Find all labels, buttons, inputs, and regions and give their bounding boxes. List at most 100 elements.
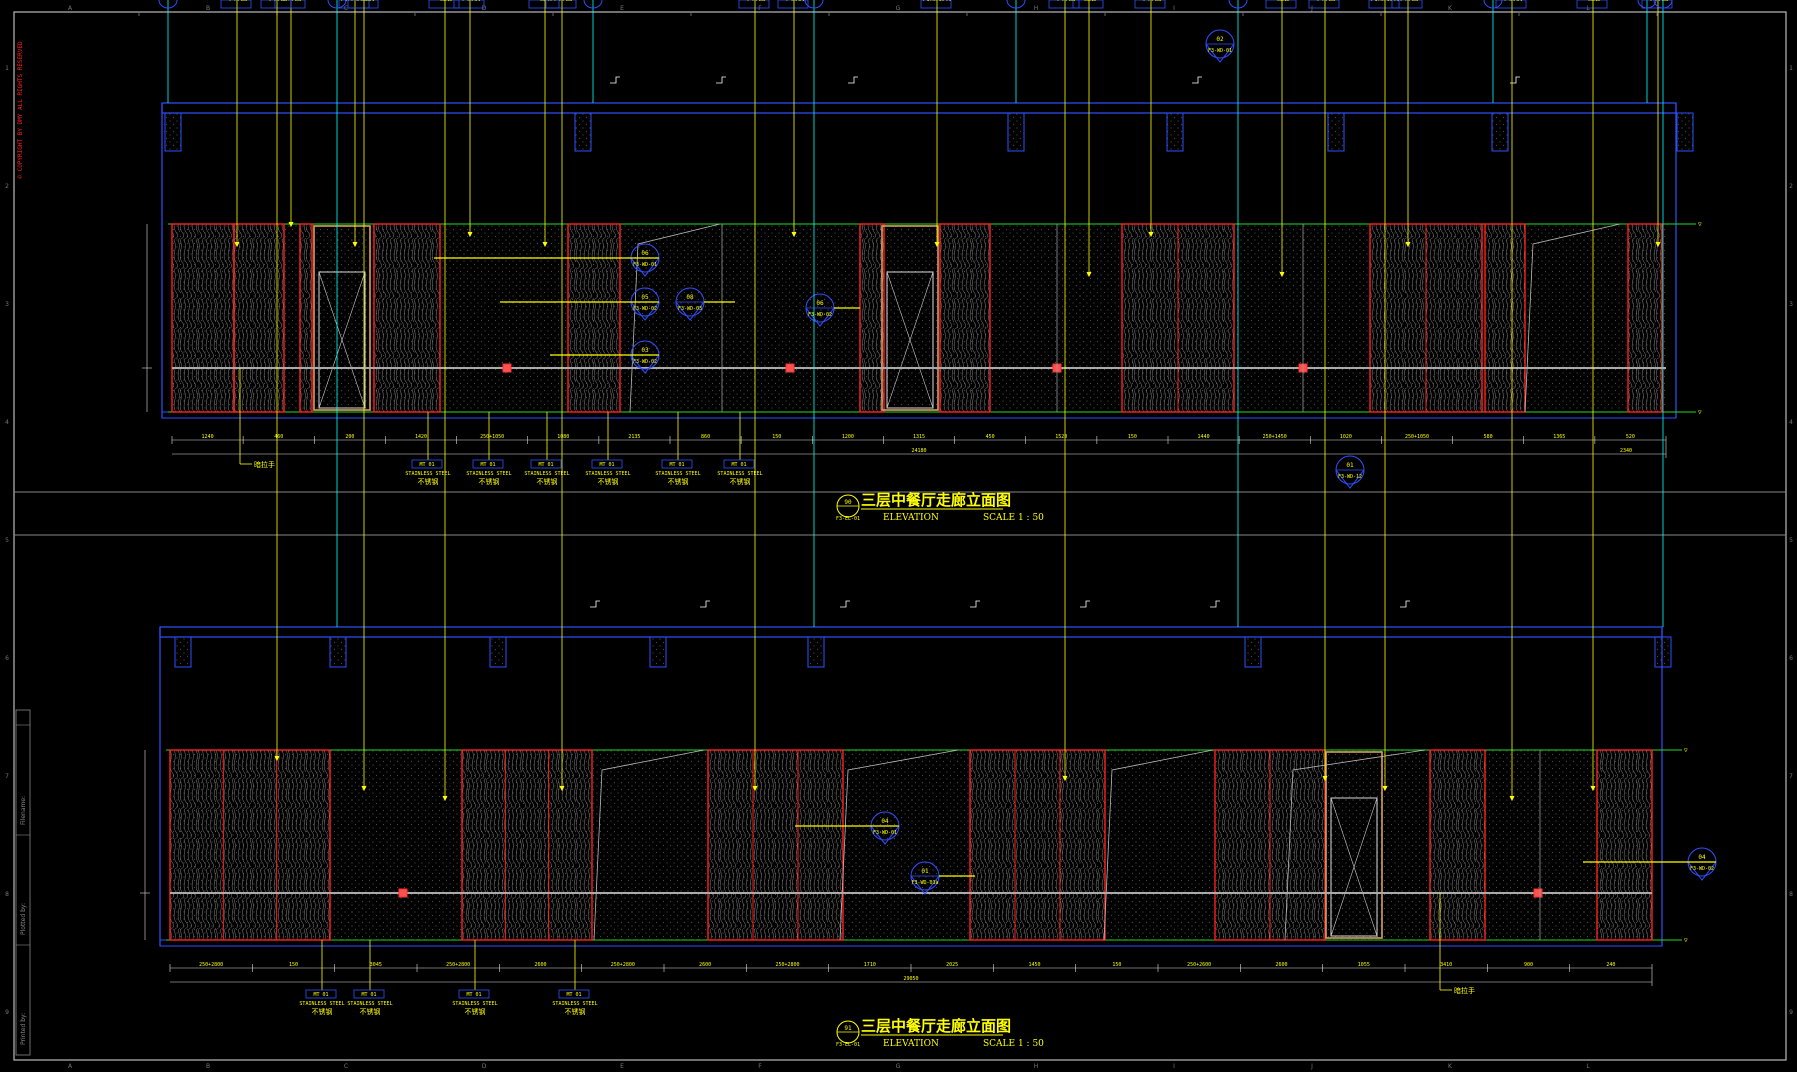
- row-number: 6: [5, 655, 9, 662]
- arrow-head: [542, 241, 548, 248]
- grid-label: H-8: [1007, 0, 1025, 3]
- callout-pointer: [805, 307, 835, 327]
- material-name-en: WALL PAPER: [1074, 0, 1105, 2]
- dim-total: 29050: [903, 976, 918, 982]
- material-code: WD 01: [553, 0, 568, 2]
- dim-value: 520: [1626, 434, 1635, 440]
- handle-note: 暗拉手: [239, 368, 275, 469]
- grid-label: H-6: [1654, 0, 1672, 3]
- handle-note-text: 暗拉手: [254, 460, 275, 469]
- beam: [807, 636, 825, 668]
- callout-number: 01: [921, 868, 929, 875]
- hanger-symbol: [700, 600, 710, 608]
- angled-panel: [629, 223, 721, 413]
- callout-number: 05: [641, 294, 649, 301]
- arrow-head: [1062, 775, 1068, 782]
- material-tag: WD 01WOOD FINISH木饰面: [545, 0, 579, 792]
- col-letter: E: [620, 5, 624, 12]
- panel-frame: [939, 223, 991, 413]
- dim-value: 3045: [370, 962, 382, 968]
- material-code: MT 01: [466, 992, 481, 998]
- tag-box: [1576, 0, 1608, 9]
- grid-bubble: [158, 0, 178, 9]
- hanger-symbol: [840, 600, 850, 608]
- dim-value: 200: [345, 434, 354, 440]
- row-number: 1: [1789, 65, 1793, 72]
- row-number: 5: [5, 537, 9, 544]
- handrail-bracket: [785, 363, 795, 373]
- grid-label: H-8: [805, 0, 823, 3]
- wood-panel: [1214, 749, 1326, 941]
- arrow-head: [559, 785, 565, 792]
- material-code: MT 01: [361, 992, 376, 998]
- material-tag: PT 01BAKING PAINT烤漆玻璃: [337, 0, 373, 248]
- col-letter: E: [620, 1063, 624, 1070]
- hanger-symbol: [1400, 600, 1410, 608]
- elevation-label: ELEVATION: [883, 513, 939, 523]
- callout-ref: F3-WD-02: [1690, 866, 1714, 872]
- material-tag: WD 01WOOD FINISH木饰面: [1134, 0, 1168, 238]
- row-number: 4: [5, 419, 9, 426]
- tag-box: [305, 989, 337, 999]
- arrow-head: [1655, 241, 1661, 248]
- col-letter: A: [68, 1063, 73, 1070]
- row-number: 2: [1789, 183, 1793, 190]
- handrail-bracket: [398, 888, 408, 898]
- material-name-en: STAINLESS STEEL: [347, 1001, 392, 1007]
- callout-pointer: [630, 354, 660, 374]
- col-letter: J: [1310, 1063, 1313, 1070]
- material-name-en: WALL PAPER: [430, 0, 461, 2]
- arrow-head: [1405, 241, 1411, 248]
- grid-label: H-6: [159, 0, 177, 3]
- panel-frame: [461, 749, 593, 941]
- grid-tag: H-7: [1228, 0, 1248, 627]
- dim-value: 2600: [534, 962, 546, 968]
- dim-value: 2600: [1275, 962, 1287, 968]
- door-diag: [318, 271, 366, 409]
- hanger-symbol: [716, 76, 726, 84]
- handle-note: 暗拉手: [1439, 893, 1475, 995]
- material-tag: WD 01WOOD FINISH木饰面: [738, 0, 772, 792]
- material-name-en: WALL PAPER: [1578, 0, 1609, 2]
- callout-number: 01: [1346, 462, 1354, 469]
- beam: [329, 636, 347, 668]
- grid-label: H-7: [584, 0, 602, 3]
- material-code: MT 01: [566, 992, 581, 998]
- dim-value: 250+1050: [1405, 434, 1429, 440]
- grid-bubble: [1228, 0, 1248, 9]
- dim-value: 1080: [557, 434, 569, 440]
- material-name-en: STAINLESS STEEL: [466, 471, 511, 477]
- hanger-symbol: [1210, 600, 1220, 608]
- material-name-en: STAINLESS STEEL: [655, 471, 700, 477]
- material-code: MT 01: [480, 462, 495, 468]
- material-name-cn: 不锈钢: [465, 1007, 486, 1016]
- floor-slab: [161, 411, 1677, 419]
- material-code: WD 01: [268, 0, 283, 2]
- arrow-head: [1086, 271, 1092, 278]
- dim-value: 150: [1128, 434, 1137, 440]
- panel-frame: [171, 223, 235, 413]
- wood-panel: [373, 223, 441, 413]
- arrow-head: [1279, 271, 1285, 278]
- row-number: 6: [1789, 655, 1793, 662]
- beam: [1676, 112, 1694, 152]
- door: [313, 225, 371, 411]
- dim-value: 580: [1484, 434, 1493, 440]
- wood-panel: [707, 749, 844, 941]
- material-code: MT 01: [419, 462, 434, 468]
- material-code: MT 01: [785, 0, 800, 2]
- door-frame: [313, 225, 371, 411]
- dim-value: 1240: [202, 434, 214, 440]
- callout-pointer: [1205, 43, 1235, 63]
- tag-box: [260, 0, 292, 9]
- callout-pointer: [1335, 469, 1365, 489]
- col-letter: F: [758, 1063, 762, 1070]
- beam: [174, 636, 192, 668]
- dim-value: 240: [1606, 962, 1615, 968]
- tag-box: [661, 459, 693, 469]
